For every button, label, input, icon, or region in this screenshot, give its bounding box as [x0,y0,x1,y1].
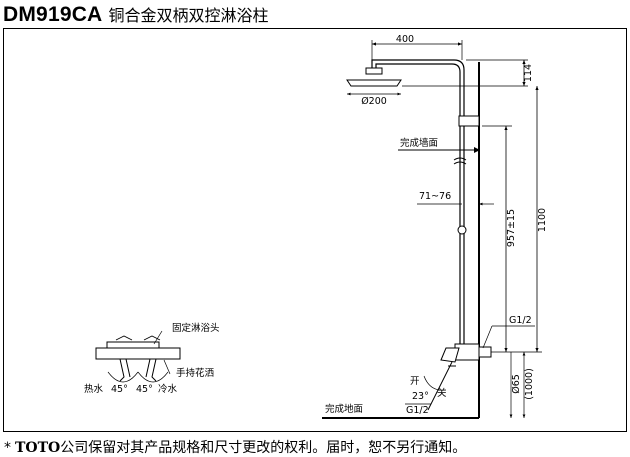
finished-wall-label: 完成墙面 [400,137,438,149]
head-diameter-label: Ø200 [361,96,387,107]
finished-floor-label: 完成地面 [325,403,363,415]
drawing-frame [3,28,627,432]
hot-label: 热水 [84,383,104,395]
close-label: 关 [437,387,447,399]
product-name: 铜合金双柄双控淋浴柱 [108,6,269,25]
deg-right-label: 45° [136,384,153,395]
total-height-label: 1100 [537,208,548,232]
top-height-label: 114 [523,64,534,82]
angle-label: 23° [412,391,429,402]
wall-bracket [458,115,480,127]
arm-width-label: 400 [396,34,414,45]
open-label: 开 [410,376,420,387]
cold-label: 冷水 [158,383,178,395]
footer-star: * [4,440,11,456]
deg-left-label: 45° [111,384,128,395]
wall-offset-label: 71~76 [419,191,451,202]
connection-bottom-label: G1/2 [406,405,429,416]
break-mark [453,157,467,165]
riser-height-label: 957±15 [506,209,517,247]
footer-brand: TOTO [15,440,61,456]
slide-bracket [457,225,467,235]
connection-top-label: G1/2 [509,315,532,326]
angle-arc [423,375,447,391]
footer-note: *TOTO公司保留对其产品规格和尺寸更改的权利。届时，恕不另行通知。 [4,437,467,456]
overhead-shower-head [346,67,402,87]
hand-shower-label: 手持花洒 [176,367,215,379]
model-number: DM919CA [3,3,103,26]
inlet-spacing-label: Ø65 [511,374,522,394]
title-bar: DM919CA 铜合金双柄双控淋浴柱 [3,2,268,26]
riser-pipe [371,59,465,355]
connection-top-leader-2 [482,325,493,349]
mixer-valve [427,343,492,411]
finished-wall-arrow [474,147,480,153]
mount-height-label: (1000) [524,368,535,400]
footer-text: 公司保留对其产品规格和尺寸更改的权利。届时，恕不另行通知。 [60,440,467,456]
fixed-shower-label: 固定淋浴头 [172,322,220,334]
valve-detail [95,330,181,383]
